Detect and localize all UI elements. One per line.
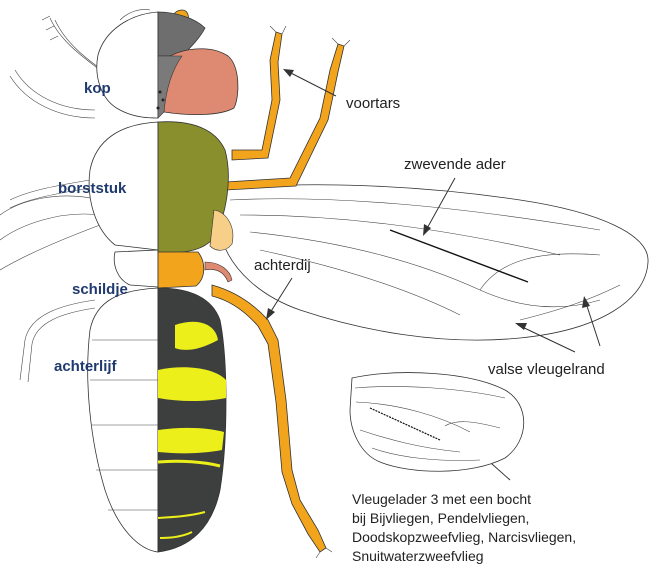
left-wing-outline	[0, 196, 100, 270]
note-block: Vleugelader 3 met een bocht bij Bijvlieg…	[352, 491, 576, 564]
label-false-margin: valse vleugelrand	[488, 361, 605, 378]
note-line-3: Doodskopzweefvlieg, Narcisvliegen,	[352, 529, 576, 545]
label-abdomen: achterlijf	[54, 358, 118, 375]
note-line-2: bij Bijvliegen, Pendelvliegen,	[352, 510, 529, 526]
label-scutellum: schildje	[72, 281, 128, 298]
label-head: kop	[84, 80, 111, 97]
note-line-4: Snuitwaterzweefvlieg	[352, 548, 484, 564]
label-hind-femur: achterdij	[254, 257, 311, 274]
body-right-colored	[157, 12, 238, 552]
label-spurious-vein: zwevende ader	[404, 156, 506, 173]
label-front-tarsus: voortars	[346, 95, 400, 112]
note-line-1: Vleugelader 3 met een bocht	[352, 491, 531, 507]
inset-wing	[350, 373, 524, 472]
label-thorax: borststuk	[58, 180, 127, 197]
